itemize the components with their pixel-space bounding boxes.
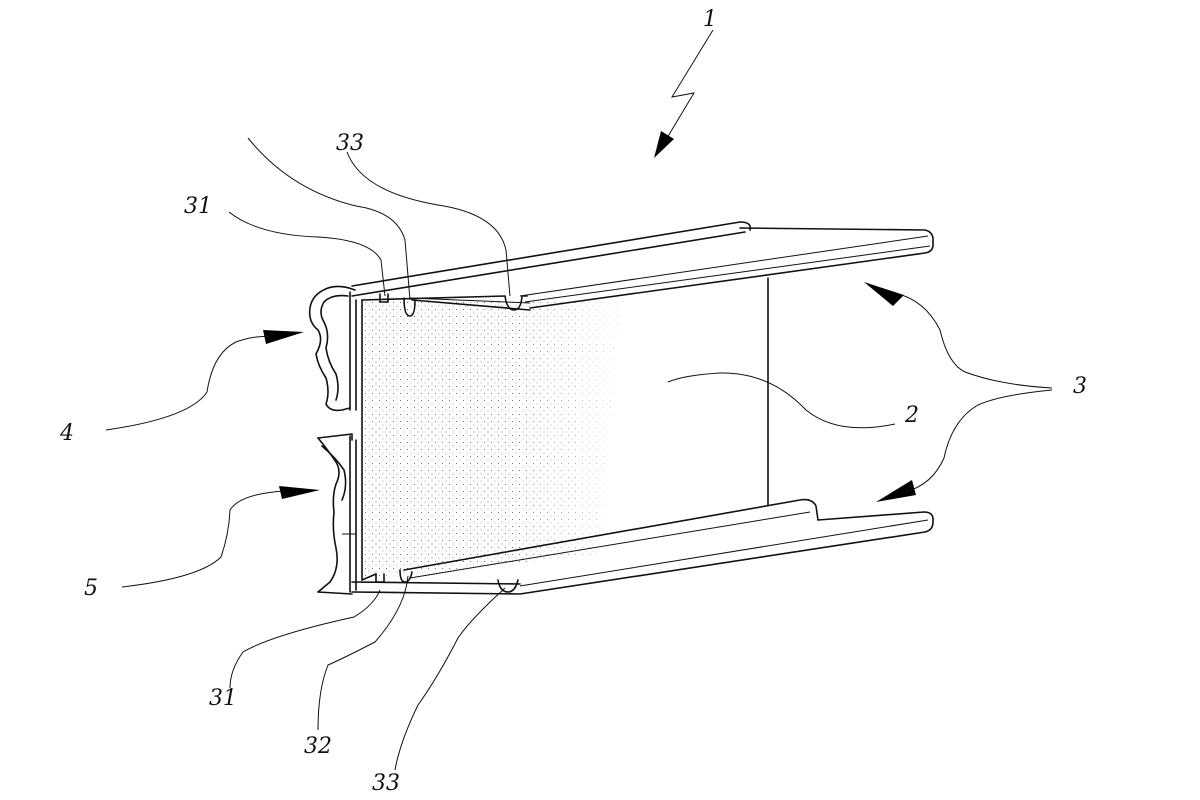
- display-panel: [362, 278, 768, 580]
- label-33-top: 33: [336, 131, 364, 156]
- lower-clip: [318, 434, 356, 594]
- upper-clip: [310, 286, 356, 410]
- label-31-bottom: 31: [209, 686, 237, 711]
- label-33-bottom: 33: [372, 771, 400, 796]
- upper-rail: [352, 222, 933, 316]
- label-2: 2: [904, 403, 919, 428]
- label-4: 4: [59, 421, 74, 446]
- label-32-bottom: 32: [304, 734, 332, 759]
- arrow-1: [654, 131, 674, 158]
- arrow-5: [279, 486, 320, 499]
- label-31-top: 31: [184, 194, 212, 219]
- label-5: 5: [84, 576, 98, 601]
- label-1: 1: [703, 7, 717, 32]
- label-3: 3: [1073, 374, 1087, 399]
